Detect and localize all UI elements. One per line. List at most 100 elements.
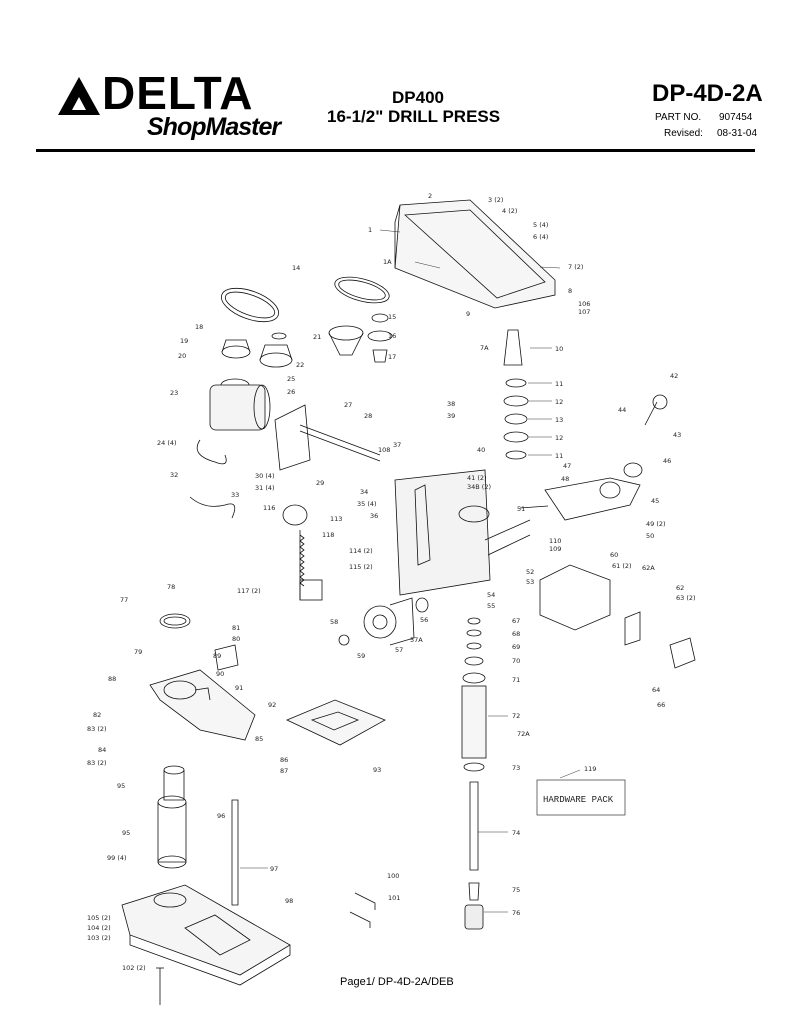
callout: 60 bbox=[610, 551, 618, 559]
callout: 13 bbox=[555, 416, 563, 424]
callout: 26 bbox=[287, 388, 295, 396]
callout: 17 bbox=[388, 353, 396, 361]
callout: 88 bbox=[108, 675, 116, 683]
callout: 96 bbox=[217, 812, 225, 820]
brand-subname: ShopMaster bbox=[147, 113, 281, 141]
callout: 46 bbox=[663, 457, 671, 465]
callout: 92 bbox=[268, 701, 276, 709]
callout: 14 bbox=[292, 264, 300, 272]
callout: 89 bbox=[213, 652, 221, 660]
callout: 12 bbox=[555, 434, 563, 442]
callout: 28 bbox=[364, 412, 372, 420]
callout: 72A bbox=[517, 730, 530, 738]
callout: 31 (4) bbox=[255, 484, 275, 492]
callout: 25 bbox=[287, 375, 295, 383]
callout: 48 bbox=[561, 475, 569, 483]
callout: 110 bbox=[549, 537, 561, 545]
callout: 85 bbox=[255, 735, 263, 743]
callout: 33 bbox=[231, 491, 239, 499]
callout: 72 bbox=[512, 712, 520, 720]
callout: 1A bbox=[383, 258, 392, 266]
header-rule bbox=[36, 149, 755, 152]
callout: 29 bbox=[316, 479, 324, 487]
callout: 109 bbox=[549, 545, 561, 553]
callout: 19 bbox=[180, 337, 188, 345]
callout: 118 bbox=[322, 531, 334, 539]
callout: 15 bbox=[388, 313, 396, 321]
callout: 61 (2) bbox=[612, 562, 632, 570]
callout: 21 bbox=[313, 333, 321, 341]
callout: 2 bbox=[428, 192, 432, 200]
callout: 16 bbox=[388, 332, 396, 340]
callout: 108 bbox=[378, 446, 390, 454]
callout: 45 bbox=[651, 497, 659, 505]
callout: 6 (4) bbox=[533, 233, 548, 241]
callout: 42 bbox=[670, 372, 678, 380]
callout: 5 (4) bbox=[533, 221, 548, 229]
callout: 36 bbox=[370, 512, 378, 520]
callout: 35 (4) bbox=[357, 500, 377, 508]
callout: 79 bbox=[134, 648, 142, 656]
callout: 8 bbox=[568, 287, 572, 295]
callout: 105 (2) bbox=[87, 914, 111, 922]
callout: 27 bbox=[344, 401, 352, 409]
callout: 113 bbox=[330, 515, 342, 523]
callout: 104 (2) bbox=[87, 924, 111, 932]
callout: 51 bbox=[517, 505, 525, 513]
callout: 102 (2) bbox=[122, 964, 146, 972]
part-no-label: PART NO. bbox=[655, 112, 702, 123]
callout: 114 (2) bbox=[349, 547, 373, 555]
callout: 101 bbox=[388, 894, 400, 902]
callout: 37 bbox=[393, 441, 401, 449]
callout: 75 bbox=[512, 886, 520, 894]
callout: 57A bbox=[410, 636, 423, 644]
callout: 34B (2) bbox=[467, 483, 491, 491]
callout: 69 bbox=[512, 643, 520, 651]
part-no-value: 907454 bbox=[719, 112, 753, 123]
callout: 71 bbox=[512, 676, 520, 684]
callout: 53 bbox=[526, 578, 534, 586]
callout: 93 bbox=[373, 766, 381, 774]
callout: 74 bbox=[512, 829, 520, 837]
callout: 97 bbox=[270, 865, 278, 873]
callout: 11 bbox=[555, 380, 563, 388]
callout: 1 bbox=[368, 226, 372, 234]
callout: 43 bbox=[673, 431, 681, 439]
callout: 82 bbox=[93, 711, 101, 719]
callout: 57 bbox=[395, 646, 403, 654]
page-footer: Page1/ DP-4D-2A/DEB bbox=[340, 976, 454, 988]
callout: 95 bbox=[117, 782, 125, 790]
callout: 52 bbox=[526, 568, 534, 576]
callout: 10 bbox=[555, 345, 563, 353]
callout: 56 bbox=[420, 616, 428, 624]
callout: 70 bbox=[512, 657, 520, 665]
callout: 106 bbox=[578, 300, 590, 308]
callout: 84 bbox=[98, 746, 106, 754]
hardware-pack-label: HARDWARE PACK bbox=[543, 795, 614, 805]
callout: 63 (2) bbox=[676, 594, 696, 602]
callout: 62 bbox=[676, 584, 684, 592]
callout: 67 bbox=[512, 617, 520, 625]
callout: 24 (4) bbox=[157, 439, 177, 447]
callout: 11 bbox=[555, 452, 563, 460]
callout: 7 (2) bbox=[568, 263, 583, 271]
revised-value: 08-31-04 bbox=[717, 128, 758, 139]
callout: 100 bbox=[387, 872, 399, 880]
callout: 115 (2) bbox=[349, 563, 373, 571]
callout: 66 bbox=[657, 701, 665, 709]
callout: 119 bbox=[584, 765, 596, 773]
callout: 73 bbox=[512, 764, 520, 772]
callout: 30 (4) bbox=[255, 472, 275, 480]
callout: 98 bbox=[285, 897, 293, 905]
callout: 44 bbox=[618, 406, 626, 414]
revised-label: Revised: bbox=[664, 128, 703, 139]
callout: 7A bbox=[480, 344, 489, 352]
product-title: 16-1/2" DRILL PRESS bbox=[327, 107, 501, 126]
delta-logo-triangle bbox=[58, 77, 100, 115]
callout: 91 bbox=[235, 684, 243, 692]
callout: 95 bbox=[122, 829, 130, 837]
callout: 83 (2) bbox=[87, 725, 107, 733]
callout: 32 bbox=[170, 471, 178, 479]
callout: 20 bbox=[178, 352, 186, 360]
